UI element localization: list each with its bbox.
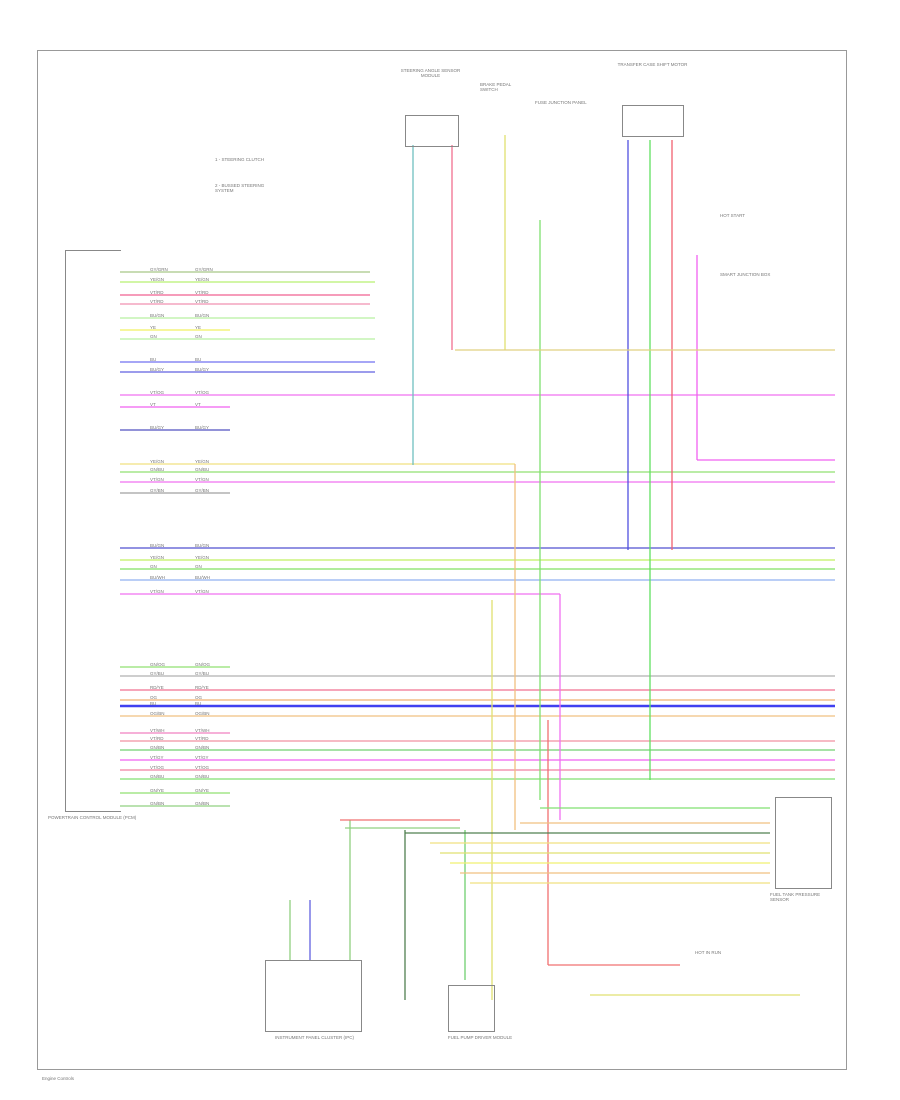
wire-color-code: VT/RD xyxy=(150,290,164,295)
wire-circuit-code: YE xyxy=(195,325,201,330)
wire-circuit-code: YE/GN xyxy=(195,459,209,464)
fuel-pump-box xyxy=(448,985,495,1032)
wire-color-code: VT/OG xyxy=(150,390,165,395)
wire-color-code: BU xyxy=(150,701,156,706)
wire-color-code: GY/GRN xyxy=(150,267,168,272)
wire-circuit-code: VT/OG xyxy=(195,390,210,395)
steering-angle-label: STEERING ANGLE SENSOR MODULE xyxy=(400,68,461,78)
wire-color-code: YE xyxy=(150,325,156,330)
brake-switch-label: BRAKE PEDAL SWITCH xyxy=(480,82,512,92)
wire-color-code: YE/GN xyxy=(150,555,164,560)
wire-circuit-code: VT/RD xyxy=(195,299,209,304)
transfer-case-label: TRANSFER CASE SHIFT MOTOR xyxy=(617,62,688,67)
wire-circuit-code: BU xyxy=(195,357,201,362)
wire-color-code: RD/YE xyxy=(150,685,164,690)
wire-circuit-code: GY/GRN xyxy=(195,267,213,272)
wire-circuit-code: VT/GN xyxy=(195,589,209,594)
wire-color-code: GY/BU xyxy=(150,671,164,676)
wire-color-code: VT/WH xyxy=(150,728,165,733)
wire-color-code: VT/RD xyxy=(150,736,164,741)
wire-circuit-code: GN/BN xyxy=(195,801,209,806)
wire-circuit-code: YE/GN xyxy=(195,555,209,560)
diagram-frame xyxy=(37,50,847,1070)
pcm-connector xyxy=(65,250,121,812)
wire-circuit-code: BU/GY xyxy=(195,367,209,372)
wire-color-code: VT/GY xyxy=(150,755,164,760)
ipc-box xyxy=(265,960,362,1032)
wire-color-code: GN/BN xyxy=(150,801,164,806)
wire-circuit-code: BU xyxy=(195,701,201,706)
pcm-label: POWERTRAIN CONTROL MODULE (PCM) xyxy=(48,815,137,820)
wire-circuit-code: VT/RD xyxy=(195,736,209,741)
wire-color-code: YE/GN xyxy=(150,459,164,464)
ipc-label: INSTRUMENT PANEL CLUSTER (IPC) xyxy=(275,1035,354,1040)
wire-circuit-code: VT/GY xyxy=(195,755,209,760)
wire-color-code: BU/GN xyxy=(150,313,164,318)
note-2: 2 - BUSSED STEERING SYSTEM xyxy=(215,183,265,193)
wire-color-code: GN/BU xyxy=(150,467,164,472)
wire-circuit-code: GN/OG xyxy=(195,662,211,667)
hot-start-label: HOT START xyxy=(720,213,746,218)
fuse-junction-label: FUSE JUNCTION PANEL xyxy=(535,100,587,105)
wire-circuit-code: VT/RD xyxy=(195,290,209,295)
wire-circuit-code: VT/WH xyxy=(195,728,210,733)
wire-circuit-code: VT/GN xyxy=(195,477,209,482)
footer-label: Engine Controls xyxy=(42,1076,75,1081)
wire-color-code: OG/BN xyxy=(150,711,165,716)
wire-circuit-code: OG xyxy=(195,695,203,700)
wire-color-code: GN xyxy=(150,334,157,339)
hot-run-label: HOT IN RUN xyxy=(695,950,722,955)
wire-circuit-code: GN/BN xyxy=(195,745,209,750)
wire-color-code: BU/GN xyxy=(150,543,164,548)
wire-color-code: GN/OG xyxy=(150,662,166,667)
wire-circuit-code: BU/GY xyxy=(195,425,209,430)
wire-circuit-code: GN/YE xyxy=(195,788,209,793)
wire-color-code: VT/GN xyxy=(150,477,164,482)
wire-color-code: YE/GN xyxy=(150,277,164,282)
fuel-tank-box xyxy=(775,797,832,889)
wire-circuit-code: GN xyxy=(195,564,202,569)
wire-circuit-code: BU/WH xyxy=(195,575,210,580)
wire-circuit-code: GY/BU xyxy=(195,671,209,676)
wire-circuit-code: GN/BU xyxy=(195,774,209,779)
transfer-case-box xyxy=(622,105,684,137)
steering-angle-box xyxy=(405,115,459,147)
wire-circuit-code: RD/YE xyxy=(195,685,209,690)
wire-color-code: GN/YE xyxy=(150,788,164,793)
wire-color-code: GN/BU xyxy=(150,774,164,779)
wire-color-code: OG xyxy=(150,695,158,700)
wire-color-code: BU/GY xyxy=(150,425,164,430)
wire-color-code: BU/GY xyxy=(150,367,164,372)
wire-color-code: VT/RD xyxy=(150,299,164,304)
wire-circuit-code: BU/GN xyxy=(195,313,209,318)
wire-circuit-code: GN/BU xyxy=(195,467,209,472)
note-1: 1 - STEERING CLUTCH xyxy=(215,157,265,162)
fuel-pump-label: FUEL PUMP DRIVER MODULE xyxy=(447,1035,513,1040)
wire-circuit-code: VT xyxy=(195,402,201,407)
fuel-tank-label: FUEL TANK PRESSURE SENSOR xyxy=(770,892,821,902)
wire-circuit-code: YE/GN xyxy=(195,277,209,282)
wire-circuit-code: OG/BN xyxy=(195,711,210,716)
wire-color-code: GY/BN xyxy=(150,488,164,493)
wire-color-code: VT/OG xyxy=(150,765,165,770)
wire-circuit-code: GY/BN xyxy=(195,488,209,493)
wire-circuit-code: GN xyxy=(195,334,202,339)
smart-junction-label: SMART JUNCTION BOX xyxy=(720,272,771,277)
wire-circuit-code: VT/OG xyxy=(195,765,210,770)
wire-color-code: VT/GN xyxy=(150,589,164,594)
wire-color-code: BU/WH xyxy=(150,575,165,580)
wire-color-code: VT xyxy=(150,402,156,407)
wire-color-code: GN/BN xyxy=(150,745,164,750)
wire-color-code: GN xyxy=(150,564,157,569)
wire-color-code: BU xyxy=(150,357,156,362)
wire-circuit-code: BU/GN xyxy=(195,543,209,548)
